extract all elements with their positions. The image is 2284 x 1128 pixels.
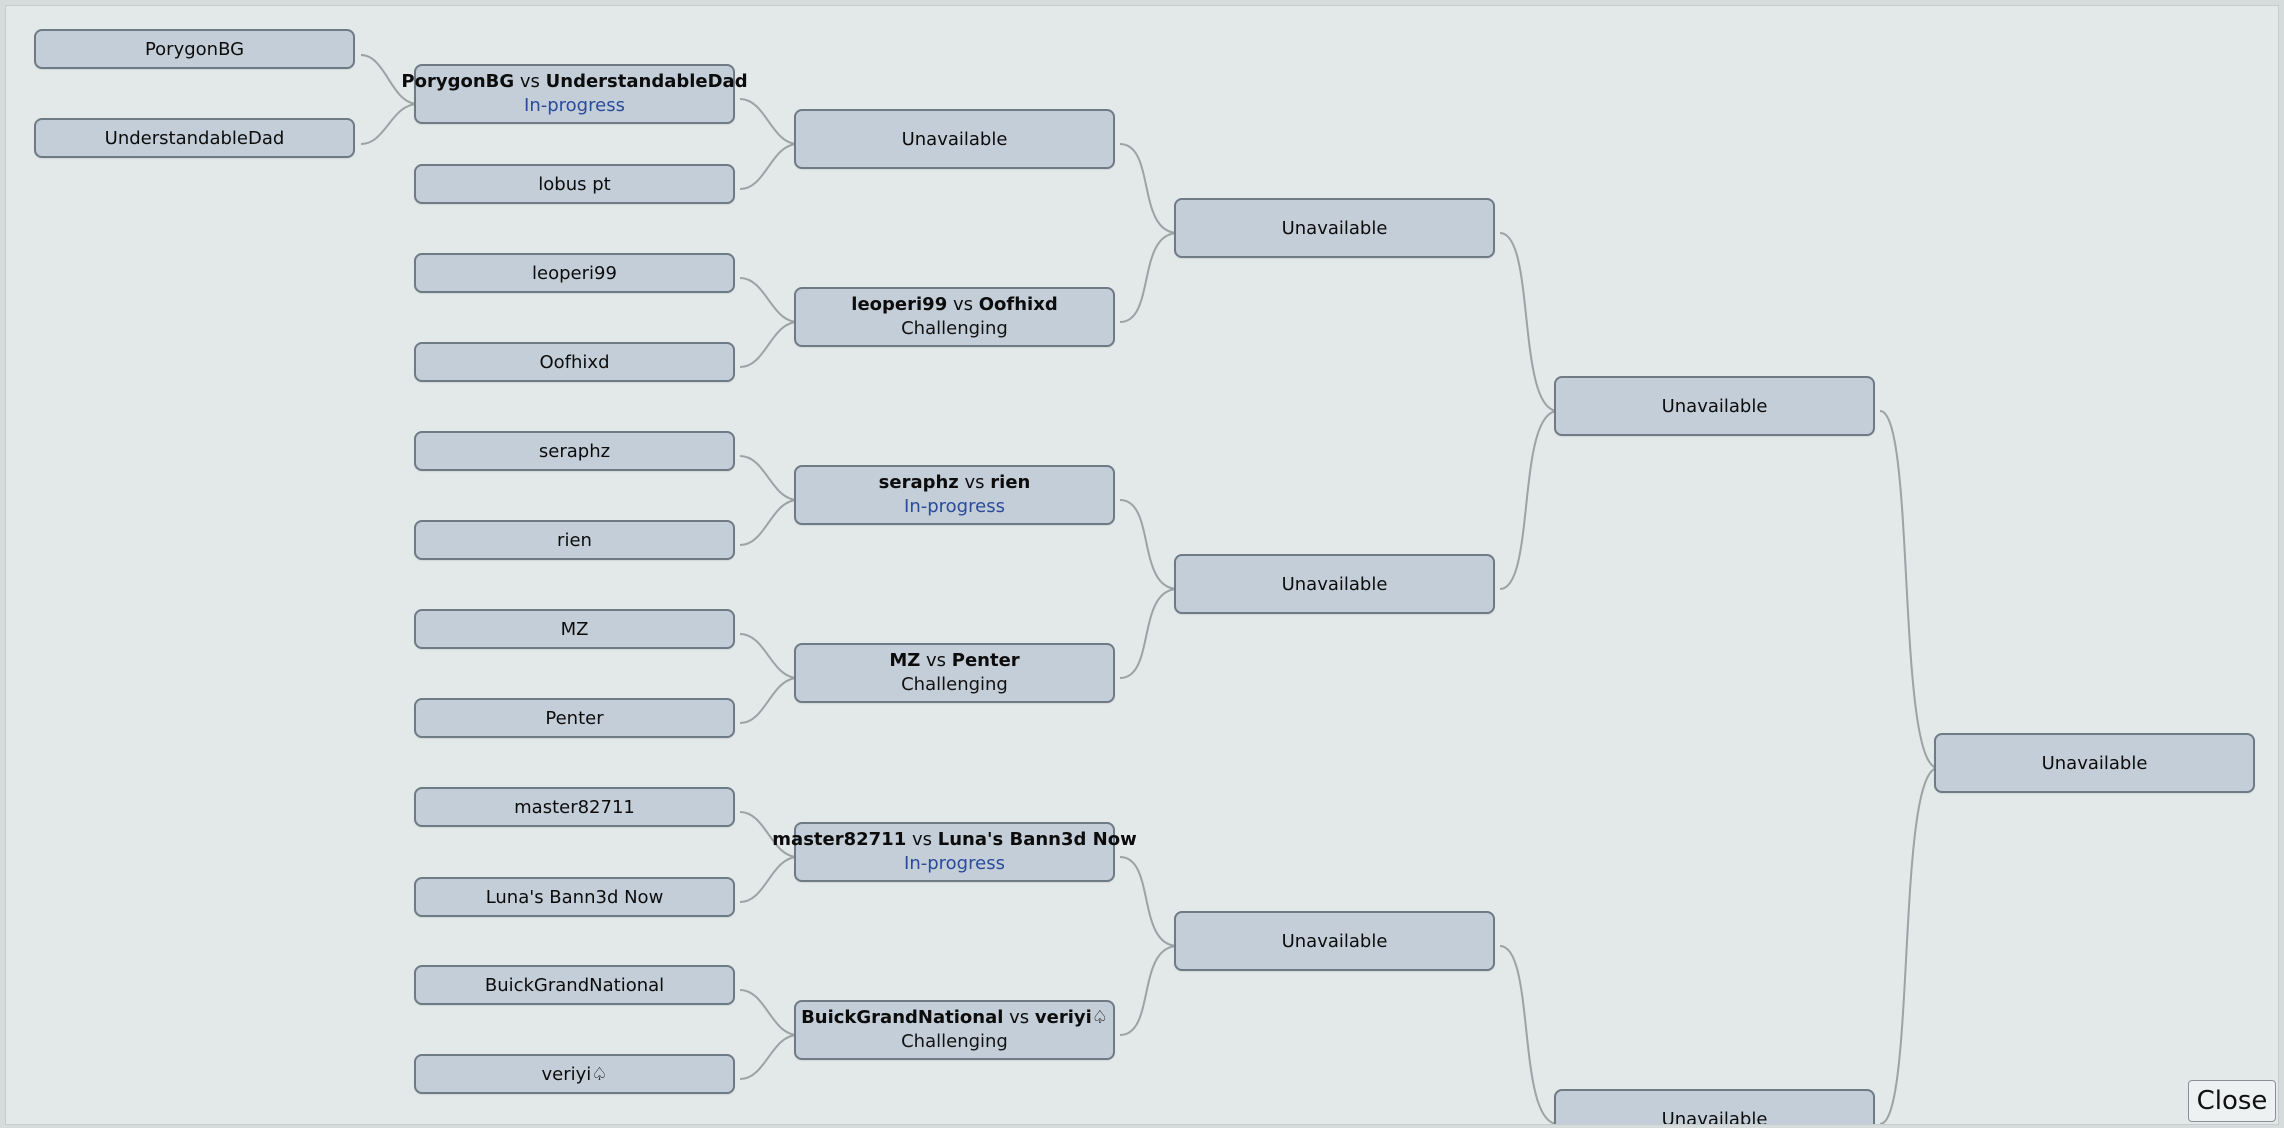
player-two: Penter (951, 650, 1020, 671)
connector (360, 54, 419, 105)
bracket-slot: Unavailable (1174, 911, 1495, 971)
player-name: MZ (560, 618, 589, 640)
connector (1499, 945, 1559, 1124)
player-two: Luna's Bann3d Now (937, 829, 1137, 850)
vs-text: vs (1009, 1007, 1030, 1028)
match-status: In-progress (904, 496, 1005, 517)
slot-label: Unavailable (901, 128, 1008, 150)
player-name: Luna's Bann3d Now (485, 886, 664, 908)
match-card[interactable]: MZ vs Penter Challenging (794, 643, 1115, 703)
bracket-slot: veriyi♤ (414, 1054, 735, 1094)
player-one: leoperi99 (851, 294, 948, 315)
match-status: Challenging (901, 318, 1008, 339)
bracket-slot: seraphz (414, 431, 735, 471)
bracket-slot: Oofhixd (414, 342, 735, 382)
player-name: BuickGrandNational (484, 974, 665, 996)
match-status: Challenging (901, 1031, 1008, 1052)
bracket-slot: Luna's Bann3d Now (414, 877, 735, 917)
vs-text: vs (911, 829, 932, 850)
match-status: In-progress (904, 853, 1005, 874)
bracket-slot: Unavailable (794, 109, 1115, 169)
player-name: rien (557, 529, 592, 551)
player-two: rien (990, 472, 1031, 493)
bracket-slot: Unavailable (1554, 376, 1875, 436)
connector (739, 143, 799, 190)
connector (739, 277, 799, 323)
player-two: veriyi♤ (1034, 1007, 1108, 1028)
connector (739, 677, 799, 724)
player-two: UnderstandableDad (545, 71, 748, 92)
player-one: master82711 (772, 829, 907, 850)
connector (739, 989, 799, 1036)
bracket-slot-final: Unavailable (1934, 733, 2255, 793)
bracket-slot: leoperi99 (414, 253, 735, 293)
player-name: PorygonBG (144, 38, 245, 60)
connector (739, 1034, 799, 1080)
bracket-slot: Unavailable (1554, 1089, 1875, 1125)
player-name: seraphz (538, 440, 611, 462)
vs-text: vs (952, 294, 973, 315)
connector (739, 499, 799, 546)
connector (1499, 410, 1559, 590)
player-one: PorygonBG (401, 71, 515, 92)
connector (739, 98, 799, 145)
bracket-slot: BuickGrandNational (414, 965, 735, 1005)
connector (1119, 232, 1179, 323)
connector (1119, 856, 1179, 947)
connector (739, 856, 799, 903)
slot-label: Unavailable (1281, 930, 1388, 952)
bracket-connectors (360, 54, 1939, 1124)
player-name: master82711 (514, 796, 635, 818)
match-status: Challenging (901, 674, 1008, 695)
bracket-slot: master82711 (414, 787, 735, 827)
match-card[interactable]: PorygonBG vs UnderstandableDad In-progre… (401, 64, 748, 124)
player-name: Penter (545, 707, 604, 729)
bracket-dialog: PorygonBG UnderstandableDad PorygonBG vs… (5, 5, 2279, 1125)
match-card[interactable]: seraphz vs rien In-progress (794, 465, 1115, 525)
bracket-slot: MZ (414, 609, 735, 649)
connector (1119, 945, 1179, 1036)
player-one: MZ (889, 650, 921, 671)
bracket-slot: lobus pt (414, 164, 735, 204)
top-strip (0, 0, 2284, 5)
bracket-slot: PorygonBG (34, 29, 355, 69)
connector (739, 633, 799, 679)
vs-text: vs (926, 650, 947, 671)
vs-text: vs (964, 472, 985, 493)
vs-text: vs (519, 71, 540, 92)
match-card[interactable]: master82711 vs Luna's Bann3d Now In-prog… (772, 822, 1137, 882)
slot-label: Unavailable (1661, 1108, 1768, 1125)
slot-label: Unavailable (2041, 752, 2148, 774)
bracket-slot: UnderstandableDad (34, 118, 355, 158)
slot-label: Unavailable (1281, 573, 1388, 595)
match-card[interactable]: BuickGrandNational vs veriyi♤ Challengin… (794, 1000, 1115, 1060)
connector (739, 321, 799, 368)
bracket-slot: Unavailable (1174, 554, 1495, 614)
player-one: BuickGrandNational (801, 1007, 1004, 1028)
connector (1879, 767, 1939, 1124)
bracket-slot: Unavailable (1174, 198, 1495, 258)
player-name: UnderstandableDad (104, 127, 285, 149)
player-name: leoperi99 (532, 262, 617, 284)
close-button[interactable]: Close (2188, 1080, 2276, 1122)
bracket-slot: rien (414, 520, 735, 560)
bracket-slot: Penter (414, 698, 735, 738)
player-name: Oofhixd (539, 351, 610, 373)
match-card[interactable]: leoperi99 vs Oofhixd Challenging (794, 287, 1115, 347)
match-status: In-progress (524, 95, 625, 116)
player-one: seraphz (878, 472, 959, 493)
connector (1879, 410, 1939, 769)
connector (360, 103, 419, 145)
connector (1119, 143, 1179, 234)
slot-label: Unavailable (1281, 217, 1388, 239)
connector (739, 455, 799, 501)
connector (739, 811, 799, 858)
connector (1499, 232, 1559, 412)
connector (1119, 499, 1179, 590)
player-two: Oofhixd (978, 294, 1058, 315)
player-name: veriyi♤ (541, 1063, 608, 1085)
connector (1119, 588, 1179, 679)
player-name: lobus pt (538, 173, 611, 195)
slot-label: Unavailable (1661, 395, 1768, 417)
